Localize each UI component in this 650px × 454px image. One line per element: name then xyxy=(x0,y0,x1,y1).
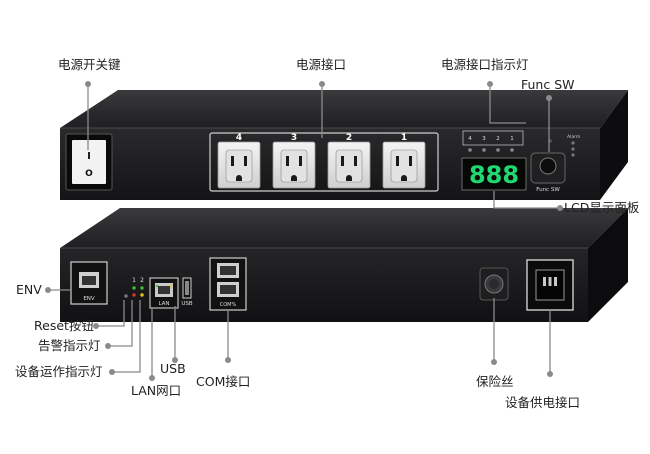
env-port-text: ENV xyxy=(83,296,95,302)
label-run-led: 设备运作指示灯 xyxy=(15,364,103,379)
alarm-led xyxy=(571,141,575,145)
label-fuse: 保险丝 xyxy=(476,374,514,389)
label-power-inlet: 设备供电接口 xyxy=(505,395,581,410)
led-dot xyxy=(132,293,136,297)
outlet-number: 1 xyxy=(401,133,407,143)
outlet-number: 4 xyxy=(236,133,242,143)
reset-button[interactable] xyxy=(124,294,128,298)
power-switch[interactable]: I O xyxy=(65,133,113,191)
front-unit-top xyxy=(60,90,628,128)
callout-dots xyxy=(45,81,563,381)
rear-unit-face xyxy=(60,248,588,322)
lan-port-text: LAN xyxy=(158,301,169,307)
func-sw-button[interactable]: Func SW xyxy=(530,152,566,193)
led-number: 2 xyxy=(140,277,144,284)
indicator-led xyxy=(468,148,472,152)
alarm-label: Alarm xyxy=(567,134,580,140)
rear-unit-side xyxy=(588,208,628,322)
indicator-led xyxy=(482,148,486,152)
indicator-number: 1 xyxy=(510,136,514,142)
fuse-holder[interactable] xyxy=(479,267,509,301)
power-switch-off-mark: O xyxy=(85,169,93,179)
power-inlet[interactable] xyxy=(526,259,574,311)
outlet-3[interactable] xyxy=(272,141,316,189)
alarm-led xyxy=(571,147,575,151)
lcd-digits: 888 xyxy=(469,161,519,189)
label-lcd-panel: LCD显示面板 xyxy=(564,200,640,215)
label-power-switch: 电源开关键 xyxy=(58,57,121,72)
label-power-outlets: 电源接口 xyxy=(296,57,347,72)
label-com-port: COM接口 xyxy=(196,374,251,389)
label-outlet-indicators: 电源接口指示灯 xyxy=(441,57,529,72)
label-alarm-led: 告警指示灯 xyxy=(38,338,101,353)
func-sw-button-label: Func SW xyxy=(536,187,560,193)
outlet-1[interactable] xyxy=(382,141,426,189)
led-dot xyxy=(132,286,136,290)
callout-lines xyxy=(48,84,560,378)
com-port-text: COM% xyxy=(220,302,237,308)
outlet-number: 3 xyxy=(291,133,297,143)
outlet-4[interactable] xyxy=(217,141,261,189)
front-unit-side xyxy=(600,90,628,200)
env-port[interactable]: ENV xyxy=(70,261,108,305)
usb-port[interactable]: USB xyxy=(181,277,193,307)
outlet-frame xyxy=(209,132,439,192)
rear-unit-top xyxy=(60,208,628,248)
label-env: ENV xyxy=(16,282,42,297)
outlet-2[interactable] xyxy=(327,141,371,189)
label-func-sw: Func SW xyxy=(521,77,575,92)
com-port[interactable]: COM% xyxy=(209,257,247,311)
label-lan-port: LAN网口 xyxy=(131,383,182,398)
indicator-led xyxy=(510,148,514,152)
led-number: 1 xyxy=(132,277,136,284)
outlet-number: 2 xyxy=(346,133,352,143)
label-usb: USB xyxy=(160,361,186,376)
indicator-frame xyxy=(462,130,524,146)
indicator-led xyxy=(496,148,500,152)
lcd-display: 888 xyxy=(461,157,527,191)
rear-unit: ENV 1 2 LAN USB xyxy=(60,208,628,322)
lan-port[interactable]: LAN xyxy=(149,277,179,309)
usb-port-text: USB xyxy=(181,301,193,307)
power-switch-on-mark: I xyxy=(87,151,91,162)
indicator-number: 3 xyxy=(482,136,486,142)
indicator-number: 2 xyxy=(496,136,500,142)
label-reset-button: Reset按钮 xyxy=(34,318,94,333)
indicator-number: 4 xyxy=(468,136,472,142)
led-dot xyxy=(140,286,144,290)
alarm-led xyxy=(571,153,575,157)
led-dot xyxy=(140,293,144,297)
